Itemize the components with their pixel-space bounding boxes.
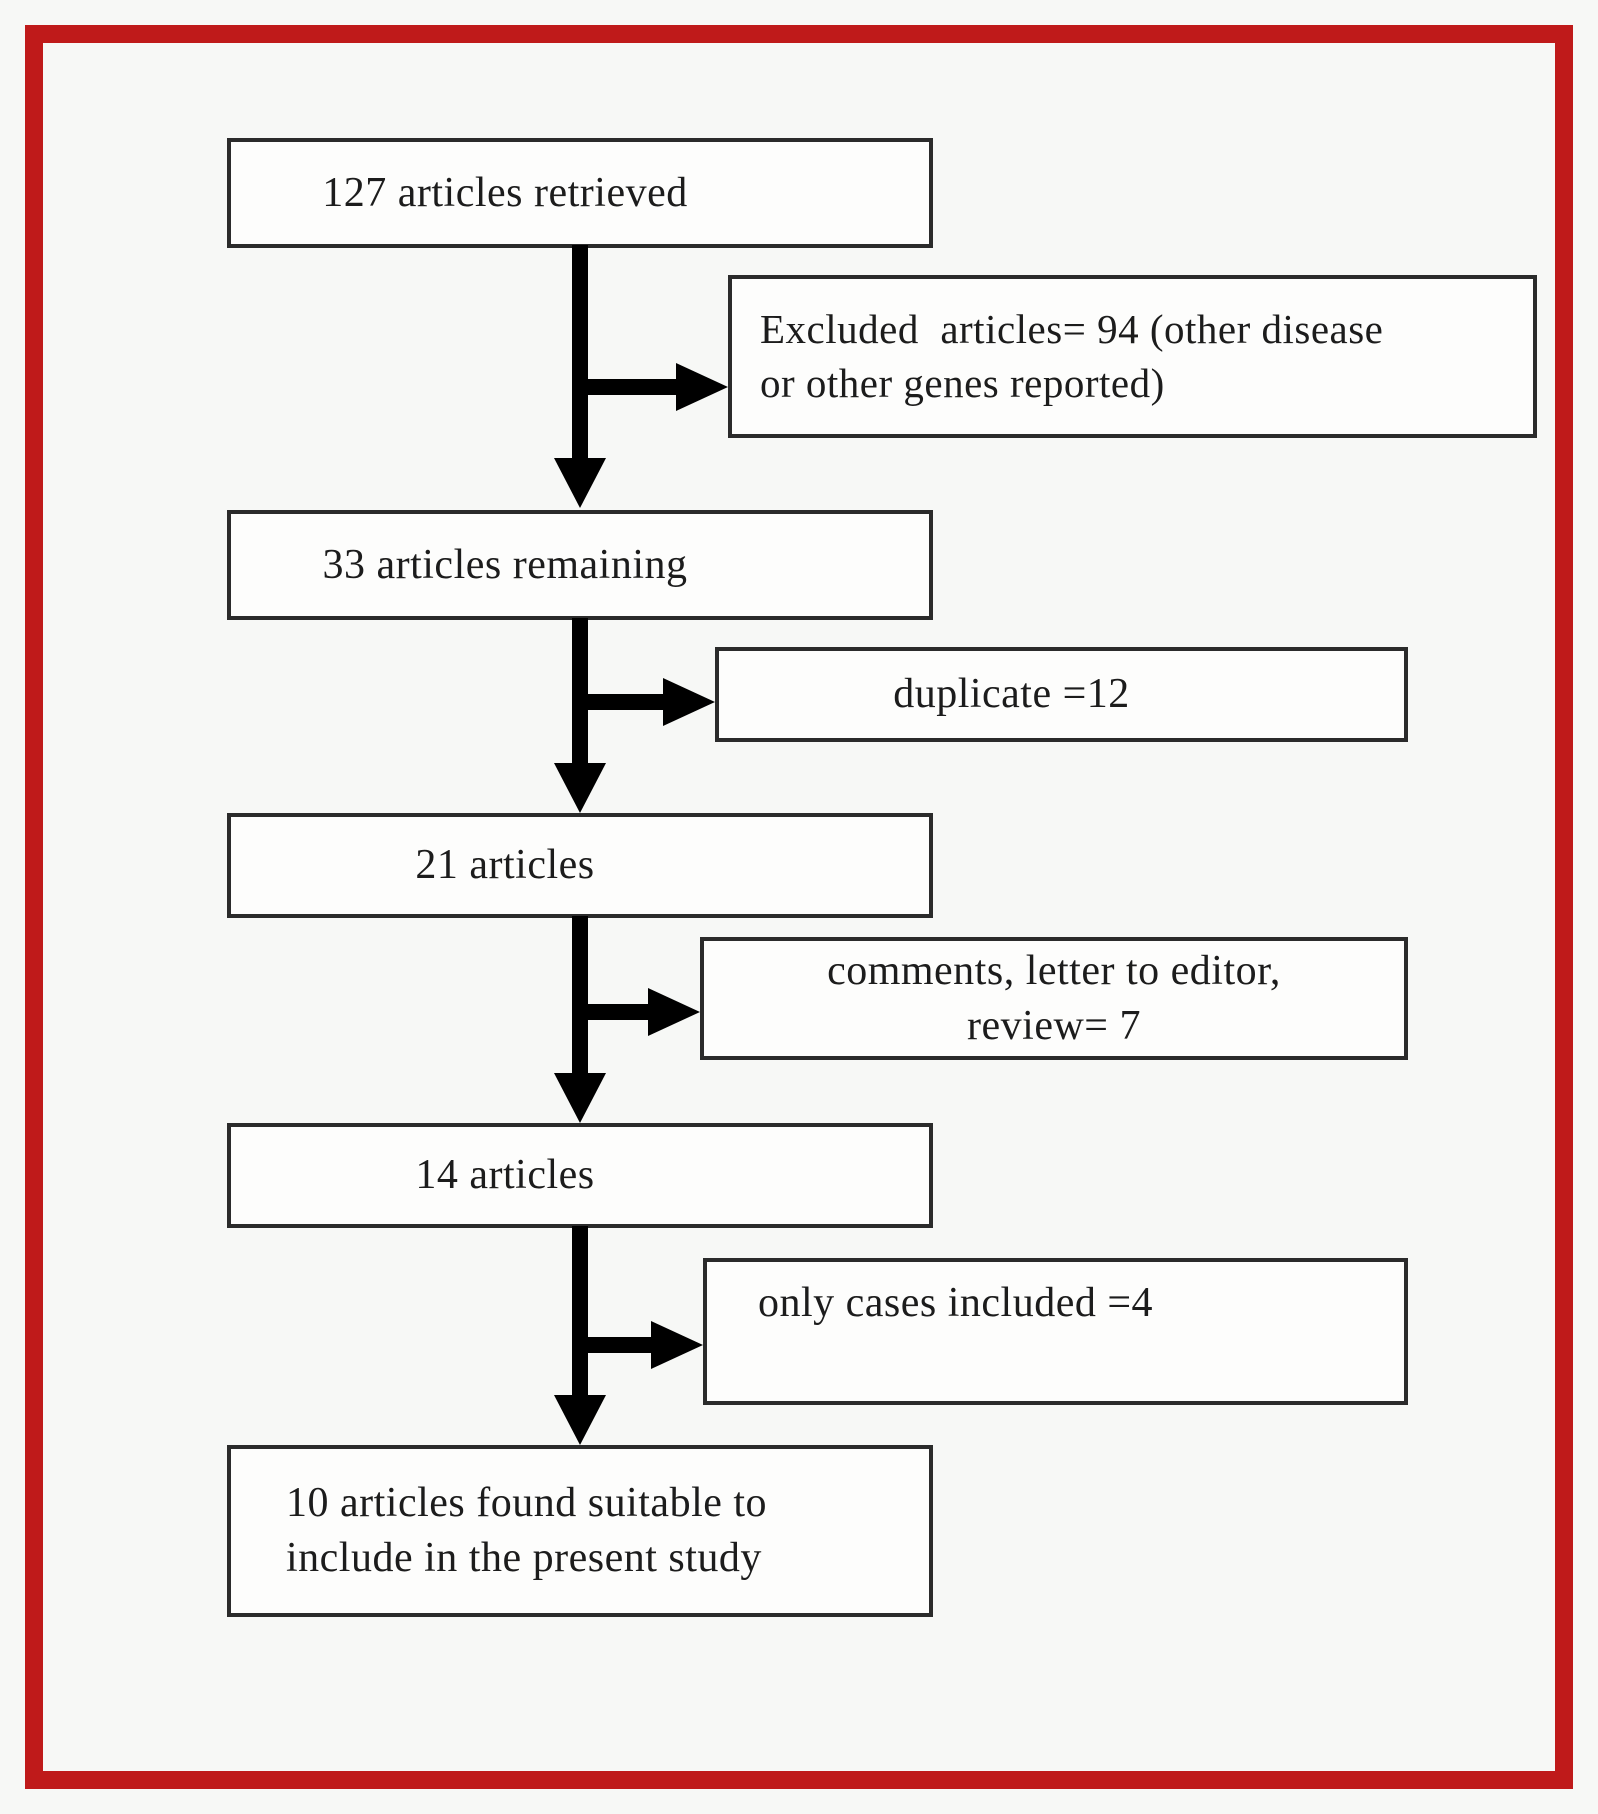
box-articles-retrieved-label: 127 articles retrieved xyxy=(322,169,688,216)
box-included-articles: 10 articles found suitable to include in… xyxy=(227,1445,933,1617)
box-14-articles: 14 articles xyxy=(227,1123,933,1228)
arrow-branch-excluded-stem xyxy=(572,379,678,395)
box-only-cases: only cases included =4 xyxy=(703,1258,1408,1405)
arrow-branch-duplicate-stem xyxy=(572,694,665,710)
arrow-down-4-stem xyxy=(572,1226,588,1397)
arrow-branch-onlycases-stem xyxy=(572,1337,653,1353)
box-comments-letter-review: comments, letter to editor, review= 7 xyxy=(700,937,1408,1060)
box-only-cases-label: only cases included =4 xyxy=(757,1280,1154,1326)
box-14-articles-label: 14 articles xyxy=(415,1152,595,1199)
arrow-down-2-stem xyxy=(572,618,588,765)
arrow-branch-excluded-head-icon xyxy=(676,363,728,411)
arrow-branch-comments-stem xyxy=(572,1004,650,1020)
arrow-branch-duplicate-head-icon xyxy=(663,678,715,726)
box-21-articles-label: 21 articles xyxy=(415,842,595,889)
box-included-articles-label: 10 articles found suitable to include in… xyxy=(286,1480,768,1581)
box-articles-retrieved: 127 articles retrieved xyxy=(227,138,933,248)
arrow-down-3-stem xyxy=(572,916,588,1075)
arrow-branch-comments-head-icon xyxy=(648,988,700,1036)
arrow-down-4-head-icon xyxy=(554,1395,606,1445)
box-duplicate-label: duplicate =12 xyxy=(893,671,1130,718)
arrow-down-3-head-icon xyxy=(554,1073,606,1123)
box-excluded-articles: Excluded articles= 94 (other disease or … xyxy=(728,275,1537,438)
box-21-articles: 21 articles xyxy=(227,813,933,918)
box-duplicate: duplicate =12 xyxy=(715,647,1408,742)
box-excluded-articles-label: Excluded articles= 94 (other disease or … xyxy=(760,306,1384,406)
arrow-down-2-head-icon xyxy=(554,763,606,813)
box-comments-letter-review-label: comments, letter to editor, review= 7 xyxy=(827,947,1281,1049)
box-articles-remaining: 33 articles remaining xyxy=(227,510,933,620)
arrow-branch-onlycases-head-icon xyxy=(651,1321,703,1369)
arrow-down-1-stem xyxy=(572,245,588,460)
box-articles-remaining-label: 33 articles remaining xyxy=(322,541,688,588)
arrow-down-1-head-icon xyxy=(554,458,606,508)
